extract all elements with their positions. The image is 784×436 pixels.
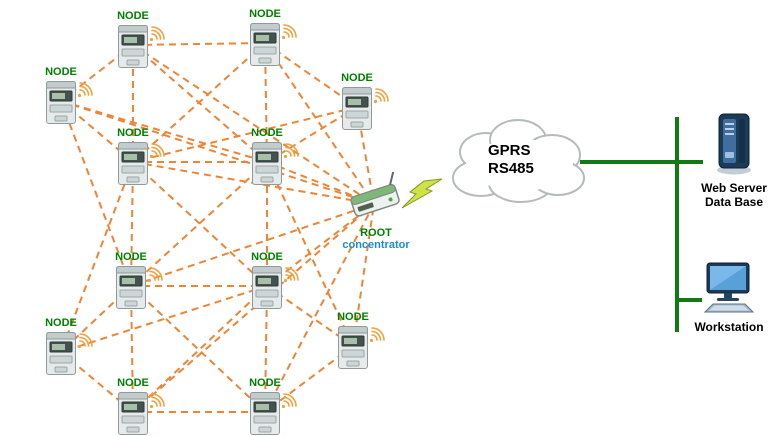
mesh-link	[266, 203, 375, 287]
node-label: NODE	[45, 66, 77, 78]
web-server: Web Server Data Base	[700, 112, 768, 209]
backbone-group	[580, 117, 703, 332]
smart-meter-icon	[250, 23, 280, 66]
node-label: NODE	[251, 127, 283, 139]
node-label: NODE	[249, 8, 281, 20]
mesh-link	[60, 100, 132, 287]
wireless-signal-icon	[149, 143, 165, 159]
workstation: Workstation	[692, 262, 766, 334]
node-label: NODE	[341, 72, 373, 84]
wireless-signal-icon	[149, 26, 165, 42]
mesh-link	[132, 161, 268, 287]
node: NODE	[249, 8, 298, 66]
mesh-link	[264, 285, 268, 413]
wireless-signal-icon	[147, 267, 163, 283]
node: NODE	[337, 311, 386, 369]
mesh-link	[60, 100, 375, 205]
node: NODE	[45, 66, 94, 124]
node: NODE	[341, 72, 390, 130]
wireless-signal-icon	[281, 24, 297, 40]
wireless-signal-icon	[77, 82, 93, 98]
smart-meter-icon	[118, 142, 148, 185]
mesh-link	[132, 44, 375, 205]
node-label: NODE	[117, 377, 149, 389]
gprs-label: GPRS	[488, 142, 531, 159]
gprs-cloud: GPRS RS485	[436, 110, 596, 214]
wireless-signal-icon	[281, 393, 297, 409]
node: NODE	[115, 251, 164, 309]
mesh-link	[60, 161, 134, 353]
server-icon	[717, 113, 751, 175]
lightning-bolt-icon	[401, 178, 443, 209]
mesh-link	[130, 161, 268, 287]
mesh-link	[132, 285, 268, 413]
node: NODE	[45, 317, 94, 375]
mesh-link	[130, 285, 134, 413]
smart-meter-icon	[252, 266, 282, 309]
node: NODE	[117, 127, 166, 185]
mesh-links-group	[60, 42, 375, 413]
node: NODE	[251, 127, 300, 185]
mesh-link	[130, 161, 134, 287]
rs485-label: RS485	[488, 160, 534, 177]
smart-meter-icon	[252, 142, 282, 185]
cloud-icon	[452, 119, 585, 203]
smart-meter-icon	[338, 326, 368, 369]
node-label: NODE	[117, 10, 149, 22]
workstation-label: Workstation	[694, 320, 764, 334]
mesh-link	[264, 42, 375, 205]
workstation-icon	[703, 262, 755, 313]
node: NODE	[249, 377, 298, 435]
web-server-label-line1: Web Server	[701, 181, 767, 195]
wireless-signal-icon	[149, 393, 165, 409]
node-label: NODE	[251, 251, 283, 263]
mesh-link	[132, 44, 268, 163]
node: NODE	[117, 10, 166, 68]
smart-meter-icon	[116, 266, 146, 309]
wireless-signal-icon	[77, 333, 93, 349]
smart-meter-icon	[250, 392, 280, 435]
root-concentrator: ROOT concentrator	[336, 166, 416, 251]
mesh-link	[132, 106, 358, 163]
smart-meter-icon	[46, 332, 76, 375]
node: NODE	[251, 251, 300, 309]
mesh-link	[60, 285, 268, 353]
wireless-signal-icon	[283, 143, 299, 159]
root-label: ROOT	[360, 227, 392, 239]
mesh-link	[132, 42, 266, 163]
node-label: NODE	[249, 377, 281, 389]
wireless-signal-icon	[369, 327, 385, 343]
mesh-link	[264, 203, 375, 413]
web-server-label-line2: Data Base	[704, 195, 764, 209]
node: NODE	[117, 377, 166, 435]
smart-meter-icon	[118, 392, 148, 435]
smart-meter-icon	[46, 81, 76, 124]
concentrator-label: concentrator	[342, 239, 410, 251]
mesh-link	[130, 285, 266, 413]
cloud-text: GPRS RS485	[488, 142, 534, 178]
node-label: NODE	[115, 251, 147, 263]
node-label: NODE	[45, 317, 77, 329]
concentrator-device-icon	[350, 166, 400, 217]
mesh-link	[132, 42, 266, 46]
smart-meter-icon	[118, 25, 148, 68]
smart-meter-icon	[342, 87, 372, 130]
mesh-link	[130, 203, 375, 287]
node-label: NODE	[117, 127, 149, 139]
mesh-link	[264, 42, 358, 108]
wireless-signal-icon	[283, 267, 299, 283]
wireless-signal-icon	[373, 88, 389, 104]
node-label: NODE	[337, 311, 369, 323]
